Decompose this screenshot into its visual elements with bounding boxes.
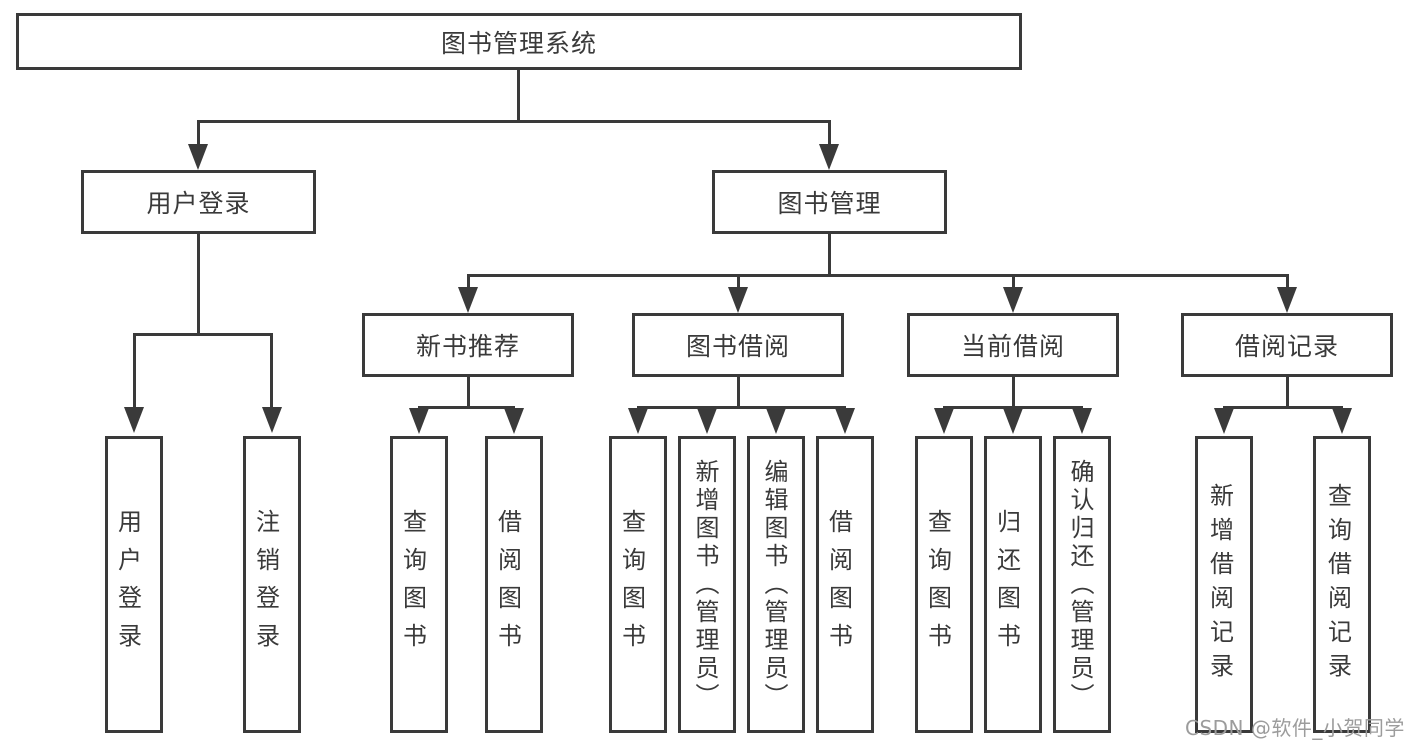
leaf-edit-books-admin: 编辑图书（管理员） <box>747 436 805 733</box>
connector-g3-trunk <box>737 377 740 408</box>
connector-g3-bracket <box>637 406 846 409</box>
connector-current-stem <box>1012 274 1015 289</box>
connector-g1-drop2 <box>270 333 273 409</box>
arrowhead-g2-leaf2 <box>504 408 524 434</box>
arrowhead-userlogin <box>188 144 208 170</box>
connector-g1-trunk <box>197 234 200 335</box>
leaf-add-books-admin: 新增图书（管理员） <box>678 436 736 733</box>
arrowhead-g3-leaf3 <box>766 408 786 434</box>
connector-g1-drop1 <box>133 333 136 409</box>
arrowhead-g5-leaf2 <box>1332 408 1352 434</box>
node-book-borrowing: 图书借阅 <box>632 313 844 377</box>
arrowhead-g4-leaf3 <box>1072 408 1092 434</box>
connector-newbook-stem <box>467 274 470 289</box>
arrowhead-g3-leaf1 <box>628 408 648 434</box>
arrowhead-g4-leaf2 <box>1003 408 1023 434</box>
watermark: CSDN @软件_小贺同学 <box>1185 716 1405 740</box>
leaf-query-books-recommend: 查询图书 <box>390 436 448 733</box>
leaf-add-borrow-record: 新增借阅记录 <box>1195 436 1253 733</box>
arrowhead-g5-leaf1 <box>1214 408 1234 434</box>
arrowhead-newbook <box>458 287 478 313</box>
arrowhead-g3-leaf4 <box>835 408 855 434</box>
arrowhead-g4-leaf1 <box>934 408 954 434</box>
arrowhead-records <box>1277 287 1297 313</box>
node-current-borrowing: 当前借阅 <box>907 313 1119 377</box>
connector-g4-trunk <box>1012 377 1015 408</box>
leaf-logout-login: 注销登录 <box>243 436 301 733</box>
node-user-login: 用户登录 <box>81 170 316 234</box>
arrowhead-g3-leaf2 <box>697 408 717 434</box>
leaf-borrow-books-recommend: 借阅图书 <box>485 436 543 733</box>
connector-userlogin-stem <box>197 120 200 147</box>
arrowhead-g2-leaf1 <box>409 408 429 434</box>
node-borrow-records: 借阅记录 <box>1181 313 1393 377</box>
leaf-confirm-return-admin: 确认归还（管理员） <box>1053 436 1111 733</box>
connector-g2-trunk <box>467 377 470 408</box>
connector-level3-splitter <box>467 274 1289 277</box>
connector-bookmgmt-stem <box>828 120 831 147</box>
leaf-user-login: 用户登录 <box>105 436 163 733</box>
connector-g4-bracket <box>943 406 1083 409</box>
arrowhead-current <box>1003 287 1023 313</box>
connector-borrow-stem <box>737 274 740 289</box>
node-book-management: 图书管理 <box>712 170 947 234</box>
connector-records-stem <box>1286 274 1289 289</box>
connector-bookmgmt-trunk <box>828 234 831 277</box>
connector-level2-splitter <box>197 120 831 123</box>
leaf-borrow-books: 借阅图书 <box>816 436 874 733</box>
arrowhead-borrow <box>728 287 748 313</box>
leaf-query-borrow-record: 查询借阅记录 <box>1313 436 1371 733</box>
connector-g5-bracket <box>1223 406 1343 409</box>
connector-g1-bracket <box>133 333 273 336</box>
arrowhead-bookmgmt <box>819 144 839 170</box>
leaf-query-books-current: 查询图书 <box>915 436 973 733</box>
connector-root-trunk <box>517 70 520 123</box>
connector-g5-trunk <box>1286 377 1289 408</box>
connector-g2-bracket <box>418 406 515 409</box>
arrowhead-g1-leaf1 <box>124 407 144 433</box>
leaf-return-books: 归还图书 <box>984 436 1042 733</box>
arrowhead-g1-leaf2 <box>262 407 282 433</box>
node-new-book-recommend: 新书推荐 <box>362 313 574 377</box>
node-root: 图书管理系统 <box>16 13 1022 70</box>
leaf-query-books-borrow: 查询图书 <box>609 436 667 733</box>
